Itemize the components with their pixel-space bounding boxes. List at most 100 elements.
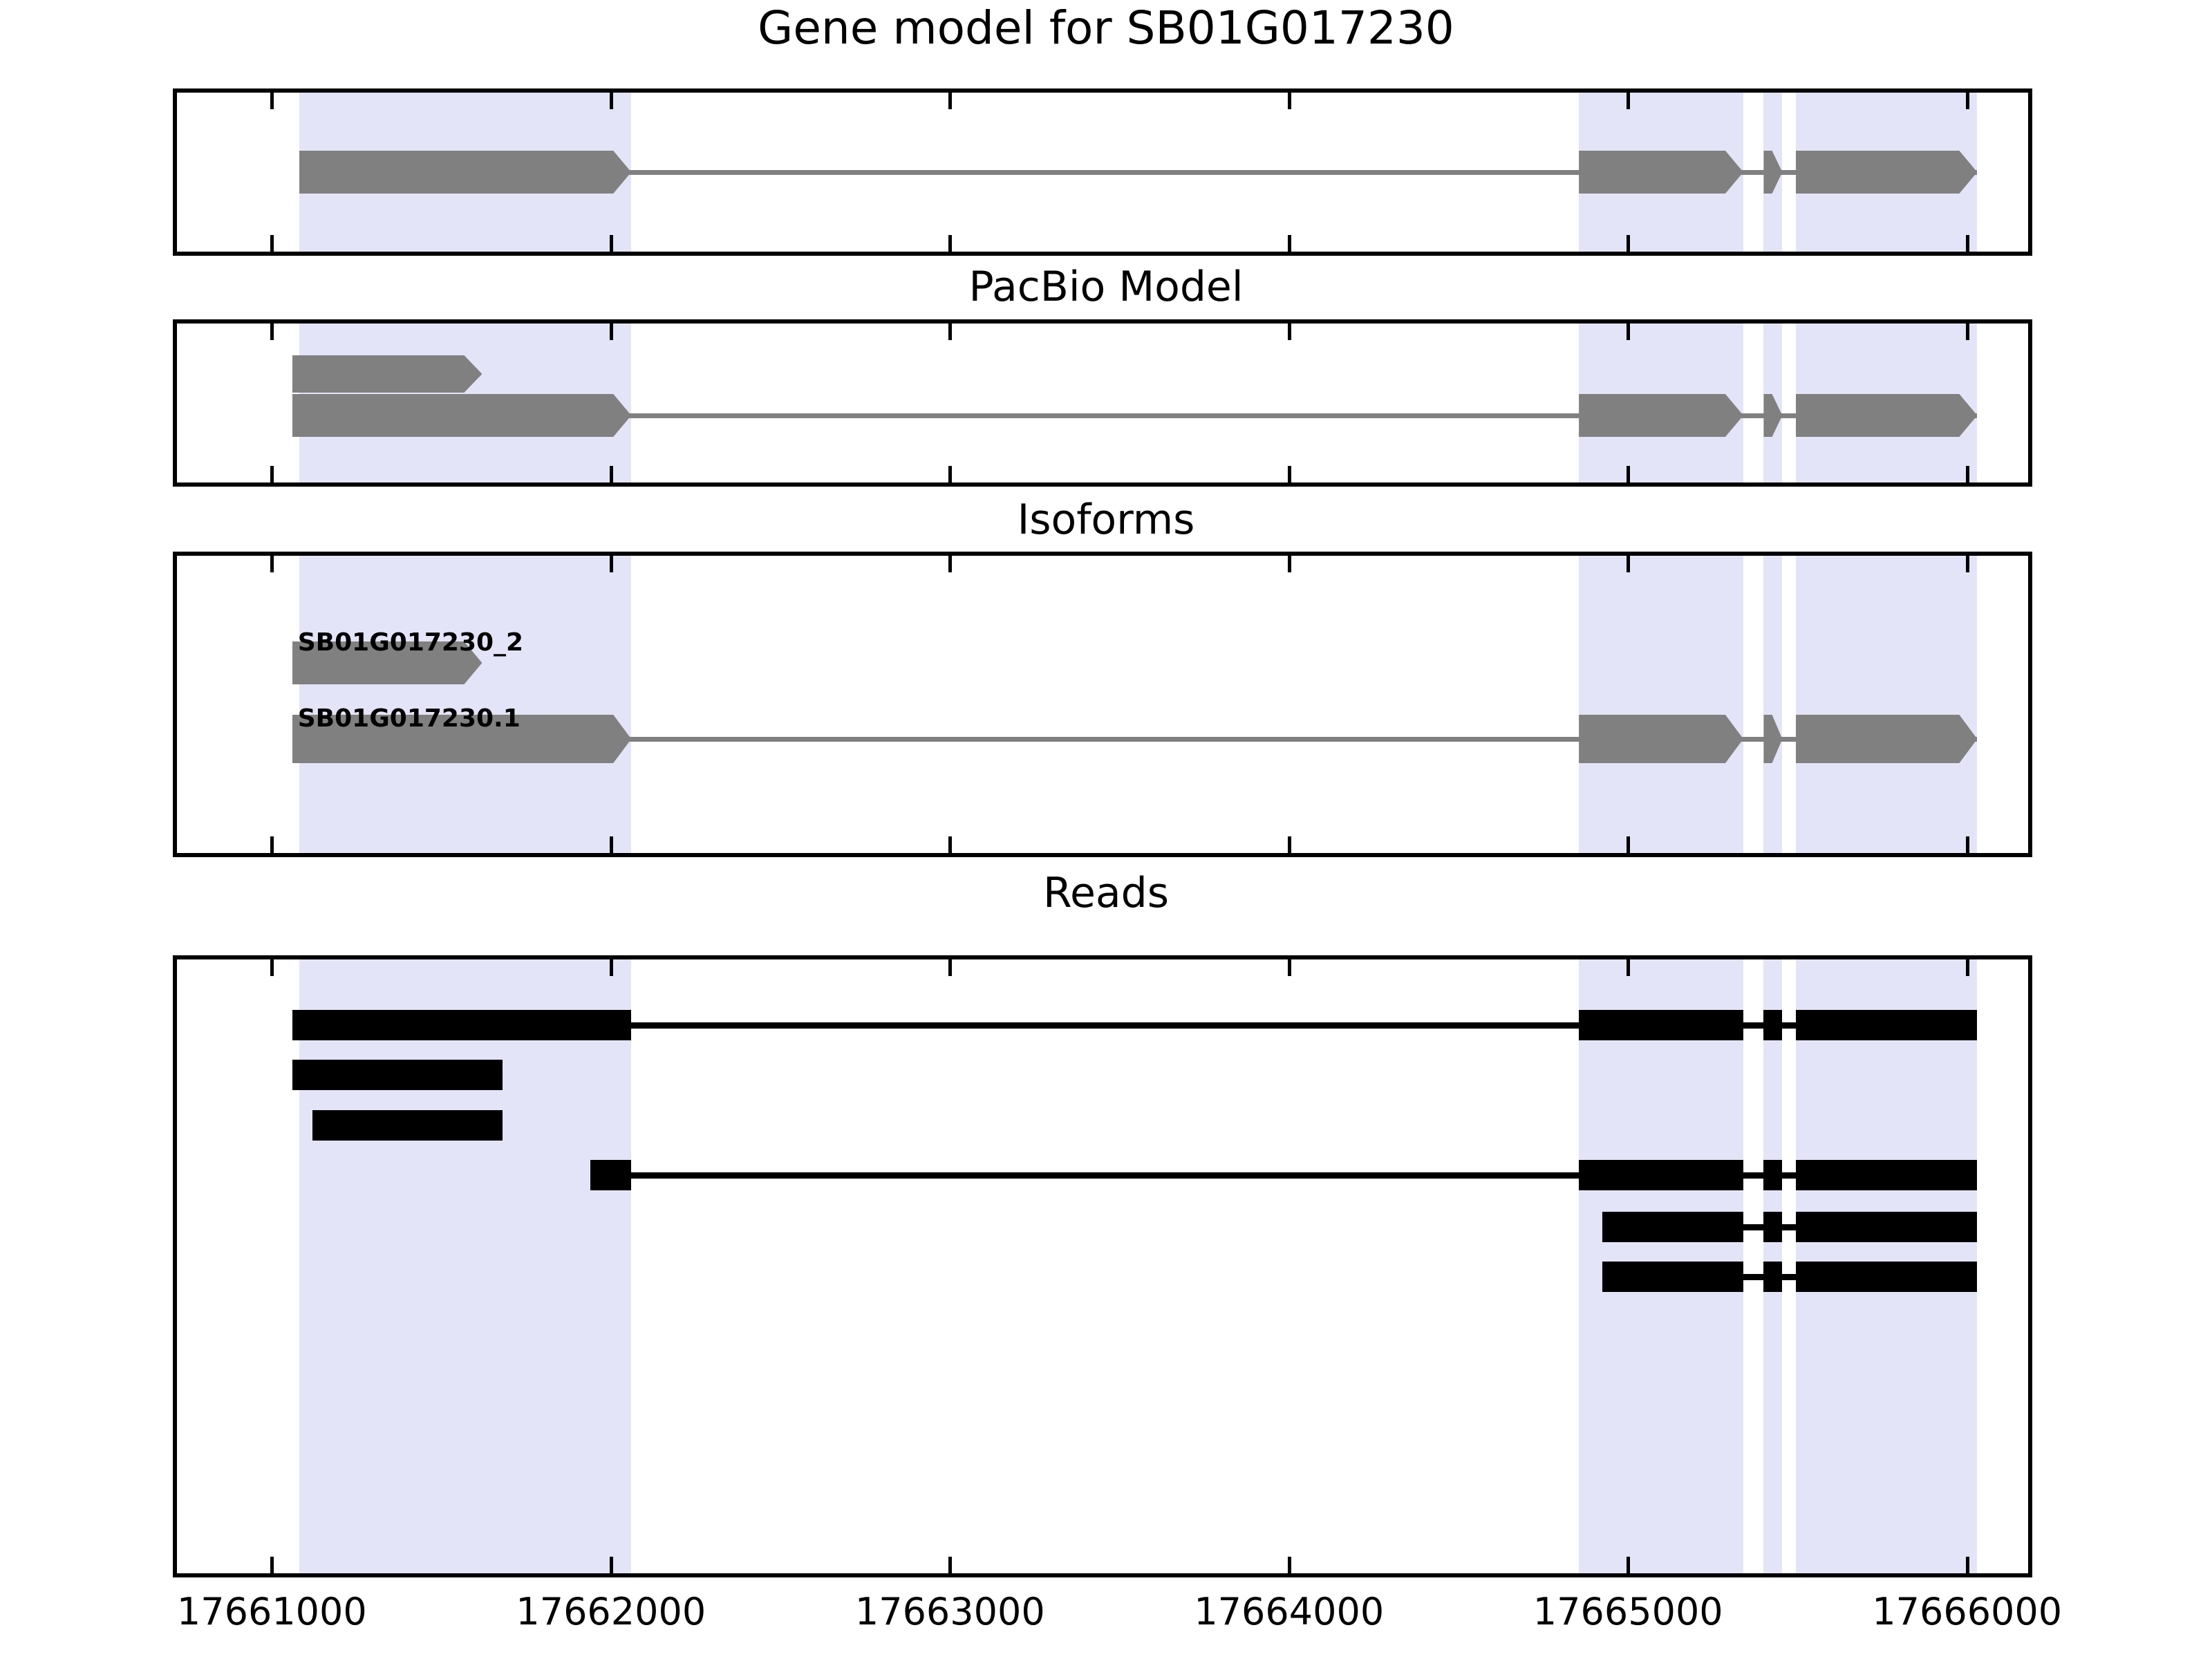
panel-gene-model[interactable] bbox=[173, 88, 2032, 256]
panel-pacbio-model[interactable] bbox=[173, 319, 2032, 487]
panel-title-isoforms: Isoforms bbox=[1017, 496, 1195, 544]
exon-arrow bbox=[1579, 151, 1743, 194]
axis-tick bbox=[609, 93, 613, 109]
axis-tick bbox=[948, 466, 953, 482]
axis-tick bbox=[270, 324, 274, 340]
panel-title-reads: Reads bbox=[1042, 869, 1170, 917]
exon-arrow bbox=[1796, 151, 1978, 194]
axis-tick bbox=[948, 93, 953, 109]
axis-tick bbox=[948, 959, 953, 976]
exon-arrow bbox=[1796, 715, 1978, 763]
axis-tick bbox=[1627, 836, 1631, 853]
axis-tick bbox=[609, 324, 613, 340]
axis-tick bbox=[948, 235, 953, 252]
axis-tick bbox=[609, 836, 613, 853]
axis-tick bbox=[1965, 235, 1969, 252]
axis-tick bbox=[1287, 93, 1291, 109]
axis-tick bbox=[1287, 466, 1291, 482]
panel-pacbio-plot bbox=[177, 324, 2028, 482]
exon-highlight-band bbox=[299, 959, 632, 1573]
axis-tick bbox=[1965, 556, 1969, 572]
x-axis-tick-label: 17665000 bbox=[1533, 1590, 1723, 1633]
panel-reads-plot bbox=[177, 959, 2028, 1573]
axis-tick bbox=[1627, 556, 1631, 572]
exon-arrow bbox=[292, 355, 482, 393]
exon-arrow bbox=[1796, 394, 1978, 437]
intron-line bbox=[299, 169, 1978, 175]
axis-tick bbox=[609, 466, 613, 482]
axis-tick bbox=[270, 556, 274, 572]
x-axis-tick-label: 17664000 bbox=[1194, 1590, 1385, 1633]
exon-arrow bbox=[1579, 715, 1743, 763]
axis-tick bbox=[1287, 836, 1291, 853]
axis-tick bbox=[1965, 1557, 1969, 1573]
exon-arrow bbox=[1579, 394, 1743, 437]
exon-block bbox=[1602, 1212, 1743, 1242]
exon-block bbox=[1796, 1262, 1978, 1292]
axis-tick bbox=[609, 556, 613, 572]
axis-tick bbox=[1627, 959, 1631, 976]
x-axis-tick-label: 17666000 bbox=[1872, 1590, 2063, 1633]
page-title: Gene model for SB01G017230 bbox=[758, 1, 1454, 55]
exon-highlight-band bbox=[299, 556, 632, 853]
axis-tick bbox=[948, 836, 953, 853]
axis-tick bbox=[270, 466, 274, 482]
exon-block bbox=[1796, 1212, 1978, 1242]
axis-tick bbox=[948, 324, 953, 340]
axis-tick bbox=[270, 1557, 274, 1573]
panel-title-pacbio: PacBio Model bbox=[968, 263, 1244, 311]
exon-highlight-band bbox=[1763, 556, 1783, 853]
exon-block bbox=[292, 1010, 632, 1040]
axis-tick bbox=[609, 959, 613, 976]
axis-tick bbox=[1965, 324, 1969, 340]
exon-block bbox=[1796, 1010, 1978, 1040]
axis-tick bbox=[948, 1557, 953, 1573]
axis-tick bbox=[270, 836, 274, 853]
exon-block bbox=[312, 1110, 503, 1141]
exon-block bbox=[1796, 1160, 1978, 1190]
axis-tick bbox=[1965, 466, 1969, 482]
axis-tick bbox=[948, 556, 953, 572]
intron-line bbox=[292, 736, 1978, 742]
axis-tick bbox=[1965, 959, 1969, 976]
exon-arrow bbox=[299, 151, 632, 194]
axis-tick bbox=[1627, 93, 1631, 109]
exon-highlight-band bbox=[1579, 556, 1743, 853]
exon-block bbox=[292, 1060, 503, 1090]
intron-line bbox=[292, 413, 1978, 418]
exon-block bbox=[1763, 1160, 1783, 1190]
x-axis-tick-label: 17662000 bbox=[516, 1590, 706, 1633]
axis-tick bbox=[270, 235, 274, 252]
intron-line bbox=[590, 1172, 1978, 1179]
exon-highlight-band bbox=[1796, 556, 1978, 853]
axis-tick bbox=[1627, 1557, 1631, 1573]
isoform-label: SB01G017230_2 bbox=[297, 628, 524, 657]
exon-block bbox=[1579, 1010, 1743, 1040]
axis-tick bbox=[270, 959, 274, 976]
panel-gene-model-plot bbox=[177, 93, 2028, 252]
axis-tick bbox=[270, 93, 274, 109]
axis-tick bbox=[1965, 93, 1969, 109]
exon-block bbox=[1763, 1212, 1783, 1242]
isoform-label: SB01G017230.1 bbox=[297, 704, 521, 733]
exon-block bbox=[1602, 1262, 1743, 1292]
axis-tick bbox=[1287, 235, 1291, 252]
axis-tick bbox=[1627, 324, 1631, 340]
axis-tick bbox=[1287, 959, 1291, 976]
exon-block bbox=[590, 1160, 632, 1190]
intron-line bbox=[292, 1022, 1978, 1029]
exon-arrow bbox=[292, 394, 632, 437]
axis-tick bbox=[1627, 235, 1631, 252]
axis-tick bbox=[1287, 324, 1291, 340]
exon-arrow bbox=[292, 715, 632, 763]
intron-line bbox=[1602, 1224, 1978, 1230]
axis-tick bbox=[1627, 466, 1631, 482]
panel-reads[interactable] bbox=[173, 955, 2032, 1577]
axis-tick bbox=[1287, 1557, 1291, 1573]
axis-tick bbox=[609, 235, 613, 252]
exon-block bbox=[1763, 1010, 1783, 1040]
axis-tick bbox=[1287, 556, 1291, 572]
